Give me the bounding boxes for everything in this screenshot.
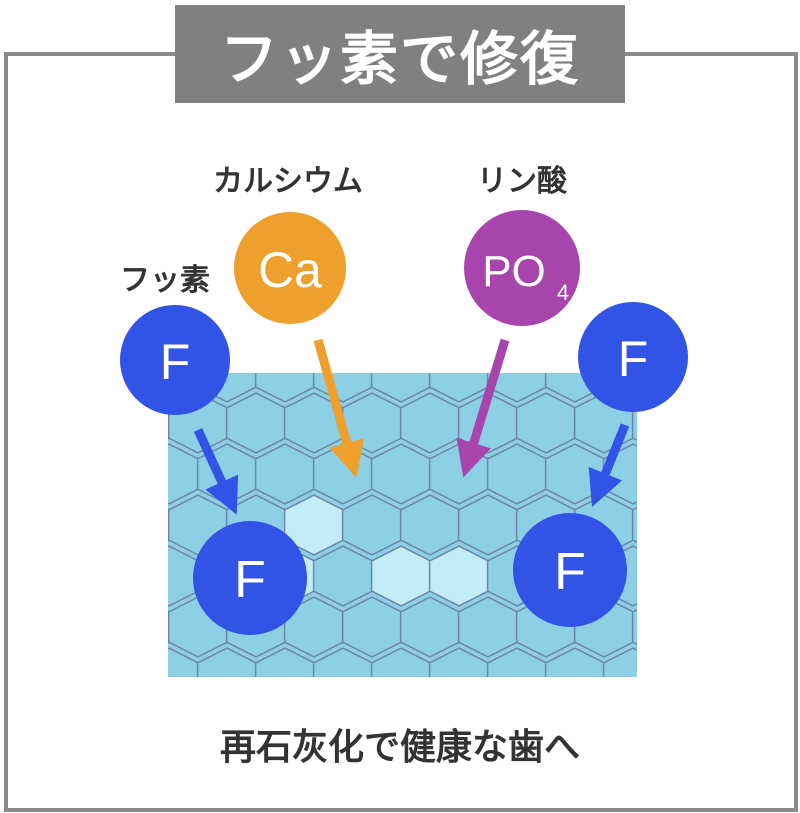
hex-cell	[168, 610, 171, 644]
svg-text:F: F	[554, 543, 586, 601]
hex-cell	[254, 373, 316, 403]
hex-cell	[691, 495, 750, 555]
calcium-ion: Ca	[234, 212, 346, 324]
hex-cell	[82, 648, 141, 708]
fluoride-ion-bottom-left: F	[193, 521, 307, 635]
phosphate-symbol: PO	[482, 247, 546, 296]
hex-cell	[662, 444, 721, 504]
diagram-title: フッ素で修復	[175, 5, 625, 103]
phosphate-subscript: 4	[557, 280, 569, 305]
phosphate-arrow	[456, 338, 510, 478]
calcium-arrow	[313, 338, 365, 478]
fluoride-ion-top-left: F	[120, 305, 230, 415]
hex-cell	[631, 608, 637, 646]
phosphate-label: リン酸	[477, 164, 567, 199]
hex-cell	[631, 506, 637, 544]
svg-text:F: F	[234, 551, 266, 609]
hex-cell	[486, 373, 548, 403]
fluoride-ion-top-right: F	[578, 302, 688, 412]
hex-cell	[428, 373, 490, 403]
hex-cell	[370, 373, 432, 403]
hex-cell	[82, 444, 141, 504]
calcium-label: カルシウム	[213, 164, 363, 199]
hex-cell	[602, 647, 637, 677]
hex-cell	[691, 597, 750, 657]
fluoride-ion-bottom-right: F	[513, 513, 627, 627]
svg-text:F: F	[618, 331, 649, 387]
calcium-symbol: Ca	[258, 242, 322, 298]
hex-cell	[662, 546, 721, 606]
caption: 再石灰化で健康な歯へ	[219, 727, 580, 768]
hex-cell	[691, 393, 750, 453]
hex-cell	[82, 546, 141, 606]
fluoride-arrow-right	[588, 423, 630, 508]
phosphate-ion: PO 4	[464, 210, 580, 326]
svg-text:F: F	[160, 334, 191, 390]
hex-cell	[168, 508, 171, 542]
hex-cell	[662, 648, 721, 708]
fluoride-arrow-left	[193, 428, 239, 515]
fluoride-label: フッ素	[120, 263, 210, 298]
